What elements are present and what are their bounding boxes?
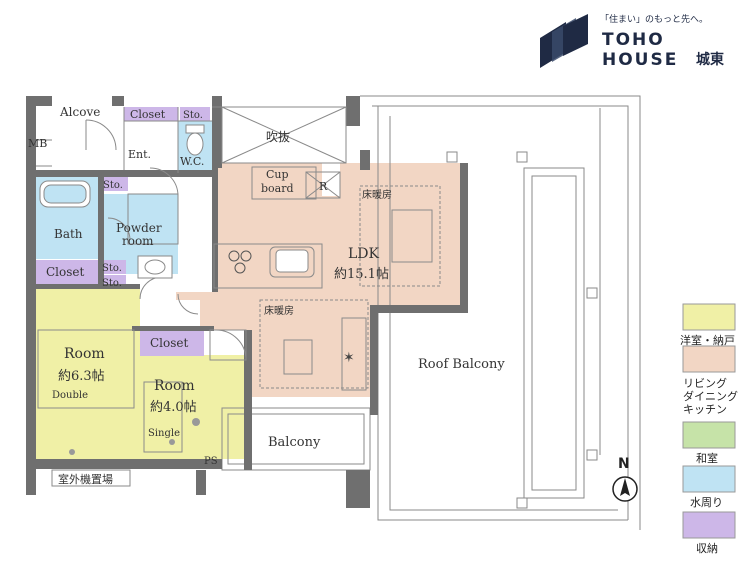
room-labels: Alcove MB Closet Sto. Ent. W.C. 吹抜 Sto. … <box>28 105 505 487</box>
legend-label-ldk: リビング ダイニング キッチン <box>683 376 742 416</box>
roof-balcony-outline <box>360 95 641 530</box>
brand-name-suffix: 城東 <box>696 51 724 68</box>
ps-label: PS <box>204 456 218 467</box>
double-label: Double <box>52 390 88 401</box>
outdoor-unit-label: 室外機置場 <box>58 472 113 486</box>
north-arrow: N <box>612 456 638 502</box>
closet-room2-fill <box>140 330 204 356</box>
closet-ent-label: Closet <box>130 108 166 121</box>
closet-left-fill <box>36 260 98 284</box>
powder-label-2: room <box>122 234 154 248</box>
legend-swatch-washitsu <box>682 421 736 449</box>
room1-size-label: 約6.3帖 <box>58 369 105 384</box>
room-fills <box>36 107 460 459</box>
light-star-icon: ✶ <box>343 350 355 366</box>
washbasin-icon <box>137 255 173 279</box>
floor-heat-2-label: 床暖房 <box>264 304 294 317</box>
legend-swatch-storage <box>682 511 736 539</box>
stove-icon <box>228 250 252 274</box>
wc-label: W.C. <box>180 155 204 168</box>
north-label: N <box>618 456 630 472</box>
powder-label-1: Powder <box>116 221 162 235</box>
room1-label: Room <box>64 346 105 362</box>
roof-balcony-label: Roof Balcony <box>418 357 505 372</box>
legend-label-water: 水周り <box>690 496 723 509</box>
sto-bath-label: Sto. <box>103 180 123 191</box>
bath-label: Bath <box>54 227 83 241</box>
legend-ldk-line2: ダイニング <box>683 389 738 403</box>
balcony-label: Balcony <box>268 435 321 450</box>
legend-swatch-western <box>682 303 736 331</box>
ldk-label: LDK <box>348 246 380 262</box>
sto-a-fill <box>100 260 126 274</box>
brand-name-line1: TOHO <box>602 30 665 50</box>
legend-label-western: 洋室・納戸 <box>680 333 735 347</box>
cupboard-label-2: board <box>261 182 294 195</box>
logo-mark-icon <box>540 14 588 68</box>
svg-text:✶: ✶ <box>343 350 355 366</box>
ldk-fill <box>176 163 460 397</box>
r-label: R <box>319 180 328 193</box>
brand-tagline: 「住まい」のもっと先へ。 <box>600 13 708 25</box>
closet-ent-fill <box>124 107 178 121</box>
legend: 洋室・納戸 リビング ダイニング キッチン 和室 水周り 収納 <box>680 303 742 555</box>
bathtub-icon <box>39 180 91 208</box>
closet-left-label: Closet <box>46 265 85 279</box>
sto-b-label: Sto. <box>102 278 122 289</box>
room2-size-label: 約4.0帖 <box>150 400 197 415</box>
sto-wc-label: Sto. <box>183 110 203 121</box>
brand-logo: 「住まい」のもっと先へ。 TOHO HOUSE 城東 <box>540 13 724 70</box>
ent-label: Ent. <box>128 148 151 161</box>
room2-label: Room <box>154 378 195 394</box>
ldk-size-label: 約15.1帖 <box>334 267 389 282</box>
balcony-outline <box>221 407 371 471</box>
room2-fill <box>140 355 244 459</box>
legend-ldk-line3: キッチン <box>683 403 727 416</box>
railing-posts <box>446 151 598 509</box>
sto-wc-fill <box>180 107 210 121</box>
room-lights <box>69 418 200 455</box>
legend-swatch-water <box>682 465 736 493</box>
brand-name-line2: HOUSE <box>602 50 678 70</box>
floor-heat-1-label: 床暖房 <box>362 188 392 201</box>
walls <box>26 96 468 508</box>
closet-room2-label: Closet <box>150 336 189 350</box>
sto-a-label: Sto. <box>102 263 122 274</box>
toilet-icon <box>185 124 205 156</box>
legend-label-storage: 収納 <box>696 542 718 555</box>
sink-icon <box>275 249 309 273</box>
alcove-label: Alcove <box>59 105 100 119</box>
room1-fill <box>36 289 140 459</box>
mb-label: MB <box>28 137 47 150</box>
cupboard-label-1: Cup <box>266 168 289 181</box>
single-label: Single <box>148 428 180 439</box>
interior-lines <box>36 106 441 453</box>
sto-bath-fill <box>98 177 128 191</box>
fukinuke-label: 吹抜 <box>266 130 290 144</box>
legend-label-washitsu: 和室 <box>696 451 718 465</box>
outdoor-unit-box <box>51 469 131 487</box>
legend-swatch-ldk <box>682 345 736 373</box>
legend-ldk-line1: リビング <box>683 376 727 390</box>
